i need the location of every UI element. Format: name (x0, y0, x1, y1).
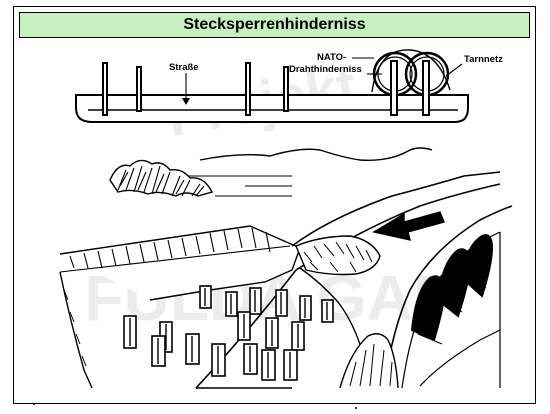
label-nato-line1: NATO- (317, 52, 346, 63)
label-nato-line2: Drahthinderniss (289, 64, 362, 75)
scan-dot (33, 403, 35, 405)
tree-line (109, 159, 214, 197)
figure-title: Stecksperrenhinderniss (183, 16, 366, 33)
road-edge-far (291, 171, 501, 247)
field-edge (59, 271, 93, 389)
title-bar: Stecksperrenhinderniss (19, 12, 530, 38)
sperre-post (136, 66, 142, 112)
roadside-wire-coils (410, 234, 494, 345)
sperre-post (422, 60, 430, 116)
camouflage-net-scene (295, 235, 381, 276)
sperre-post (390, 60, 398, 116)
direction-arrow (372, 211, 445, 241)
sperre-post (102, 62, 108, 116)
road-slab (75, 94, 469, 123)
sperre-post (283, 66, 289, 112)
foreground-bush (339, 333, 399, 389)
road-cross-section (75, 49, 469, 123)
leader-tarnnetz (445, 63, 463, 77)
distant-hills (199, 147, 433, 161)
scan-dot (355, 407, 357, 409)
label-tarnnetz: Tarnnetz (464, 54, 503, 65)
camouflage-net (371, 49, 451, 93)
landscape-scene (59, 147, 513, 389)
sperre-post (245, 62, 251, 116)
label-strasse: Straße (169, 62, 199, 73)
stake-obstacles (123, 285, 334, 381)
